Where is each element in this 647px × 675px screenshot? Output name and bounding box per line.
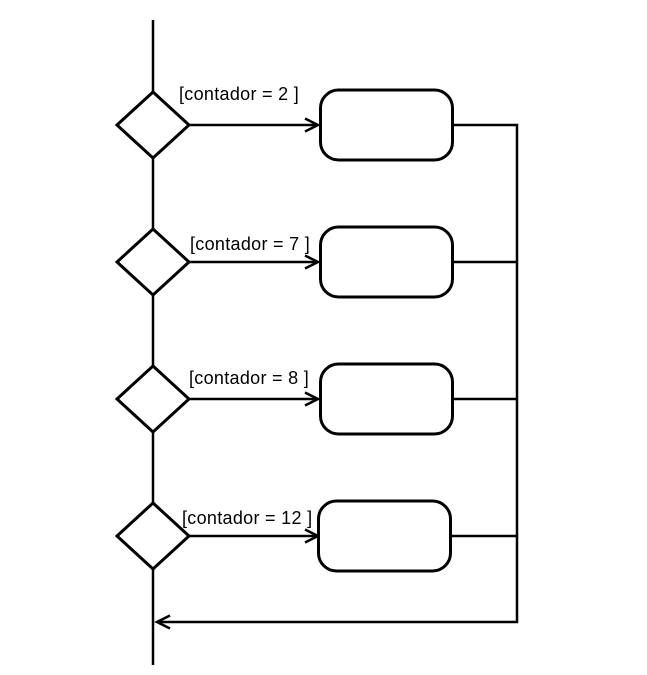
- branch-arrow-3: [189, 391, 321, 407]
- action-node-1: [319, 88, 454, 162]
- merge-trunk-line: [158, 123, 519, 624]
- branch-arrow-1: [189, 117, 321, 133]
- branch-arrowhead-1-icon: [304, 117, 321, 133]
- decision-node-3: [114, 363, 192, 435]
- action-node-3: [319, 362, 454, 436]
- action-node-4: [317, 499, 452, 573]
- branch-arrow-4: [189, 528, 321, 544]
- action-node-2: [319, 225, 454, 299]
- branch-arrow-2: [189, 254, 321, 270]
- decision-node-2: [114, 226, 192, 298]
- branch-arrowhead-2-icon: [304, 254, 321, 270]
- guard-label-4: [contador = 12 ]: [182, 508, 312, 528]
- guard-label-3: [contador = 8 ]: [189, 368, 309, 388]
- guard-label-1: [contador = 2 ]: [179, 84, 299, 104]
- branch-arrowhead-3-icon: [304, 391, 321, 407]
- decision-node-4: [114, 500, 192, 572]
- guard-label-2: [contador = 7 ]: [190, 234, 310, 254]
- loop-back-arrowhead-icon: [154, 614, 171, 630]
- decision-node-1: [114, 89, 192, 161]
